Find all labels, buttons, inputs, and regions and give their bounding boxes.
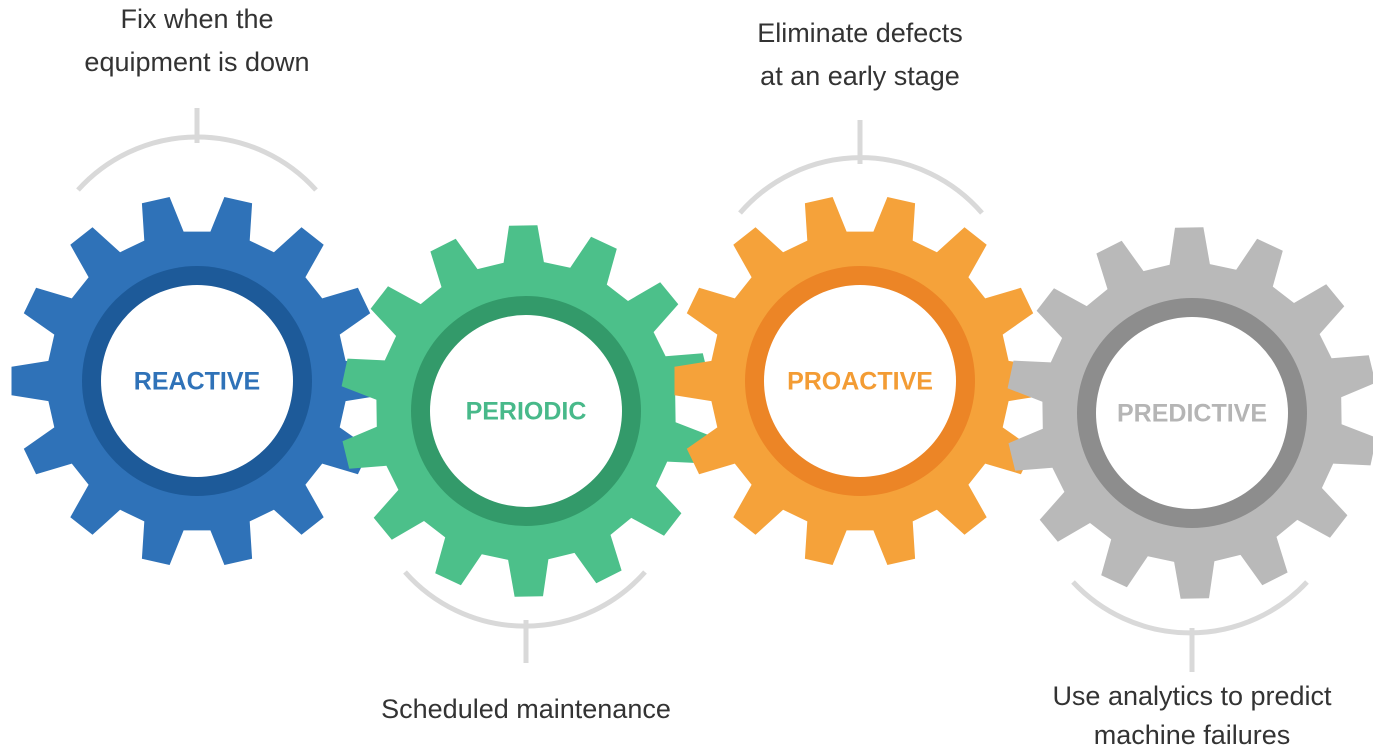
caption-reactive-line-1: Fix when the	[120, 4, 273, 34]
gear-predictive: PREDICTIVE	[1007, 227, 1373, 599]
gear-reactive-hub	[101, 285, 293, 477]
connector-proactive-arc	[738, 155, 984, 215]
caption-proactive-line-2: at an early stage	[760, 61, 960, 91]
gear-reactive: REACTIVE	[11, 197, 383, 565]
caption-reactive-line-2: equipment is down	[84, 47, 309, 77]
caption-periodic-line-1: Scheduled maintenance	[381, 694, 671, 724]
caption-predictive-line-2: machine failures	[1094, 720, 1291, 750]
caption-proactive-line-1: Eliminate defects	[757, 18, 963, 48]
gear-periodic-hub	[430, 315, 622, 507]
gear-predictive-hub	[1096, 317, 1288, 509]
connectors	[76, 108, 1309, 672]
gear-proactive: PROACTIVE	[674, 197, 1046, 565]
gear-proactive-hub	[764, 285, 956, 477]
gear-periodic: PERIODIC	[341, 225, 711, 597]
gear-reactive-label: REACTIVE	[134, 368, 260, 396]
gear-predictive-label: PREDICTIVE	[1117, 400, 1267, 428]
connector-reactive-arc	[76, 134, 318, 192]
caption-predictive-line-1: Use analytics to predict	[1052, 681, 1332, 711]
gear-periodic-label: PERIODIC	[466, 398, 587, 426]
gear-proactive-label: PROACTIVE	[787, 368, 933, 396]
